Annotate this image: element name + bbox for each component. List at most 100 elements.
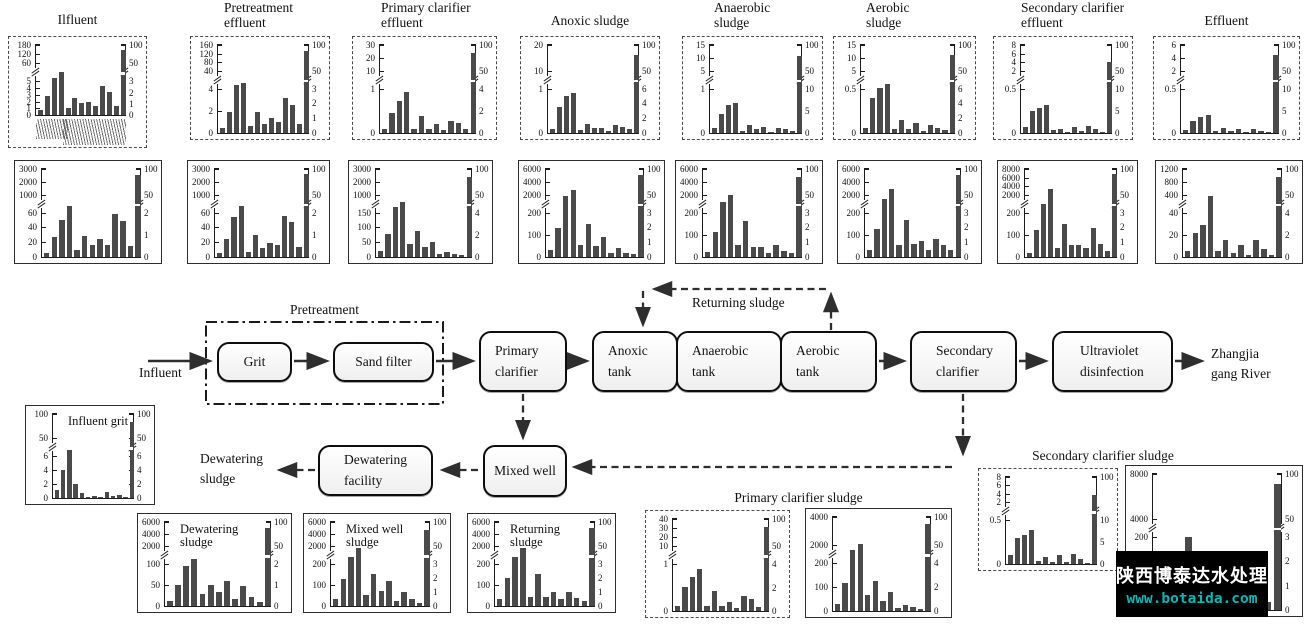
tick-label: 50 — [151, 580, 160, 590]
tick-label: 5 — [851, 65, 857, 76]
tick-label: 10 — [1115, 83, 1124, 94]
tick-label: 0 — [647, 252, 652, 262]
node-dewatering-facility: Dewatering facility — [318, 445, 433, 496]
tick-label: 4000 — [1002, 181, 1020, 192]
tick-label: 0 — [934, 606, 939, 616]
tick-label: 50 — [274, 541, 283, 551]
tick-label: 100 — [1282, 40, 1296, 50]
tick-label: 20 — [659, 532, 668, 543]
tick-label: 1 — [538, 83, 544, 94]
tick-label: 0 — [144, 252, 149, 262]
tick-label: 4000 — [472, 529, 490, 539]
tick-label: 0 — [958, 128, 963, 138]
node-dewatering-facility-label: Dewatering facility — [344, 452, 407, 488]
tick-label: 6000 — [308, 517, 326, 527]
tick-label: 50 — [312, 65, 321, 76]
stage-title-anoxic-sludge: Anoxic sludge — [550, 13, 630, 28]
tick-label: 0 — [26, 110, 32, 120]
node-aerobic-tank: Aerobic tank — [780, 331, 877, 392]
tick-label: 2 — [598, 573, 603, 583]
tick-label: 4 — [642, 98, 647, 109]
tick-label: 50 — [362, 237, 371, 248]
tick-label: 4 — [1285, 207, 1290, 218]
tick-label: 3 — [1285, 531, 1290, 542]
tick-label: 100 — [475, 164, 489, 174]
influent-label: Influent — [139, 365, 182, 380]
tick-label: 4000 — [1130, 513, 1148, 524]
tick-label: 50 — [433, 541, 442, 551]
tick-label: 180 — [17, 40, 32, 50]
tick-label: 4 — [996, 488, 1002, 499]
tick-label: 2000 — [523, 189, 541, 200]
tick-label: 2 — [129, 87, 134, 98]
tick-label: 0 — [1171, 128, 1177, 138]
tick-label: 4 — [958, 98, 963, 109]
tick-label: 20 — [201, 237, 210, 248]
tick-label: 2000 — [192, 176, 210, 187]
tick-label: 0 — [851, 128, 857, 138]
tick-label: 100 — [805, 40, 819, 50]
tick-label: 0 — [366, 252, 372, 262]
tick-label: 2000 — [680, 189, 698, 200]
tick-label: 1 — [647, 237, 652, 248]
tick-label: 60 — [201, 207, 210, 218]
tick-label: 200 — [684, 207, 699, 218]
tick-label: 2000 — [1002, 189, 1020, 200]
tick-label: 800 — [1164, 176, 1179, 187]
pretreatment-label: Pretreatment — [290, 302, 359, 317]
tick-label: 4 — [479, 83, 484, 94]
tick-label: 0 — [1015, 252, 1021, 262]
tick-label: 4 — [934, 558, 939, 568]
tick-label: 1 — [144, 229, 149, 240]
tick-label: 100 — [772, 514, 786, 524]
tick-label: 10 — [534, 65, 543, 76]
tick-label: 0 — [823, 606, 829, 616]
tick-label: 0 — [370, 128, 376, 138]
tick-label: 0.5 — [1004, 83, 1016, 94]
tick-label: 1 — [274, 580, 279, 590]
tick-label: 100 — [1100, 472, 1114, 482]
tick-label: 1000 — [19, 189, 37, 200]
tick-label: 8 — [996, 472, 1002, 482]
tick-label: 6 — [996, 480, 1002, 491]
tick-label: 15 — [696, 40, 705, 50]
tick-label: 50 — [964, 189, 973, 200]
tick-label: 6000 — [142, 517, 160, 527]
tick-label: 4 — [137, 465, 142, 475]
tick-label: 2 — [996, 497, 1002, 508]
tick-label: 1 — [370, 83, 376, 94]
stage-title-aerobic-sludge: Aerobic sludge — [866, 0, 910, 30]
tick-label: 2000 — [472, 541, 490, 551]
node-ultraviolet-disinfection: Ultraviolet disinfection — [1052, 331, 1173, 392]
node-anaerobic-tank: Anaerobic tank — [676, 331, 782, 392]
tick-label: 6000 — [1002, 172, 1020, 183]
tick-label: 50 — [39, 433, 48, 443]
chart-inside-title: Influent grit — [68, 414, 129, 428]
tick-label: 2 — [934, 582, 939, 592]
tick-label: 120 — [17, 49, 32, 60]
tick-label: 50 — [479, 65, 488, 76]
tick-label: 100 — [274, 517, 288, 527]
tick-label: 3000 — [353, 164, 371, 174]
tick-label: 100 — [479, 40, 493, 50]
dewatering-sludge-label: Dewatering sludge — [200, 451, 263, 486]
tick-label: 6 — [137, 451, 142, 461]
tick-label: 120 — [199, 48, 214, 59]
tick-label: 1 — [805, 237, 810, 248]
x-tick-labels-illegible — [36, 119, 69, 139]
tick-label: 0 — [1115, 128, 1120, 138]
tick-label: 0 — [1282, 128, 1287, 138]
stage-title-influent: Ilfluent — [57, 12, 98, 27]
tick-label: 100 — [934, 512, 948, 522]
tick-label: 0 — [137, 493, 142, 503]
tick-label: 8 — [1011, 40, 1017, 50]
tick-label: 100 — [1120, 164, 1134, 174]
tick-label: 50 — [312, 189, 321, 200]
tick-label: 100 — [1115, 40, 1129, 50]
tick-label: 6 — [1011, 48, 1017, 59]
